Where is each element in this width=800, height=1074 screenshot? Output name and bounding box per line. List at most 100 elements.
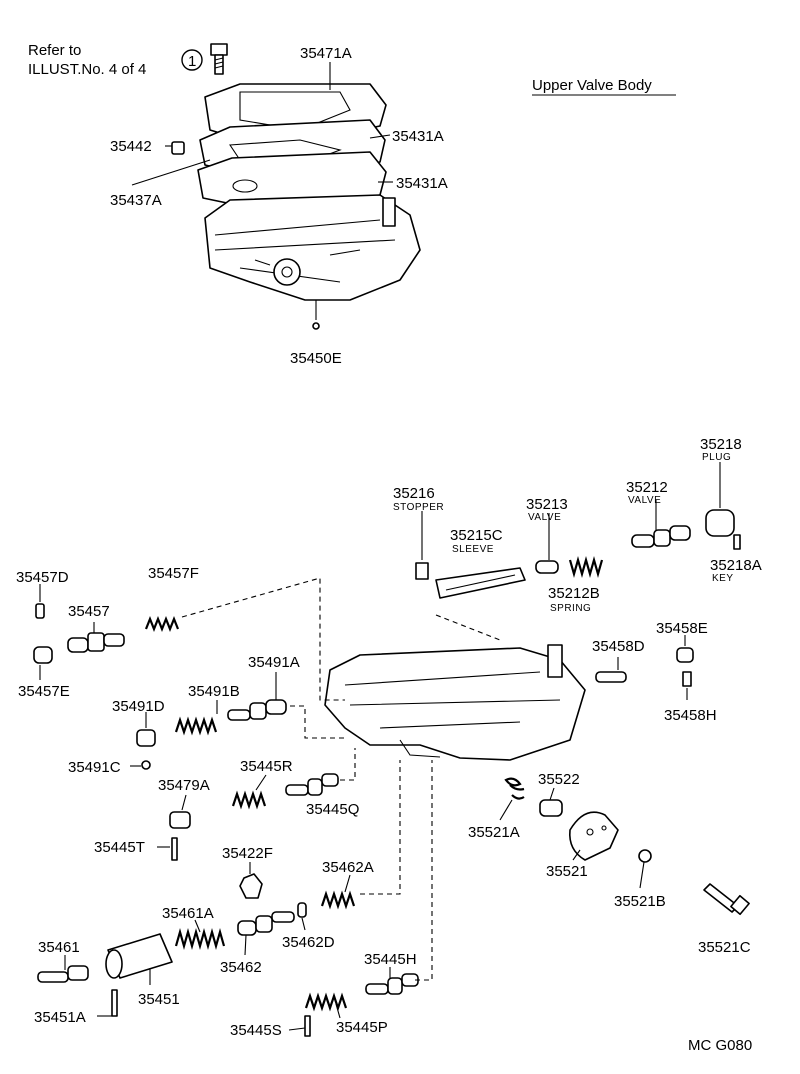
plug-35458E-icon: [676, 647, 694, 663]
spring-35445R-icon: [231, 790, 267, 810]
circled-reference-number: 1: [188, 53, 196, 70]
leader-35462A: [344, 874, 351, 893]
guide-line-35457: [181, 577, 345, 701]
spring-35462A-icon: [320, 890, 356, 910]
guide-line-35491: [290, 705, 345, 739]
valve-35462-icon: [237, 911, 295, 936]
circled-reference-icon: 1: [181, 49, 203, 71]
part-label-35445T: 35445T: [94, 839, 145, 856]
plug-35491D-icon: [136, 729, 156, 747]
part-label-35461: 35461: [38, 939, 80, 956]
part-label-35521: 35521: [546, 863, 588, 880]
part-label-35521A: 35521A: [468, 824, 520, 841]
section-title: Upper Valve Body: [532, 77, 652, 94]
guide-line-35445: [340, 748, 356, 781]
part-desc-35218: PLUG: [702, 452, 731, 463]
clip-35462D-icon: [297, 902, 307, 918]
valve-35445H-icon: [365, 973, 419, 995]
plug-35457E-icon: [33, 646, 53, 664]
part-label-35491B: 35491B: [188, 683, 240, 700]
leader-35431A-1: [369, 134, 391, 139]
sleeve-35451-icon: [105, 933, 173, 979]
part-label-35462D: 35462D: [282, 934, 335, 951]
valve-35445Q-icon: [285, 773, 339, 796]
bolt-icon: [210, 43, 228, 75]
part-label-35450E: 35450E: [290, 350, 342, 367]
valve-35457-icon: [67, 632, 125, 653]
part-label-35491D: 35491D: [112, 698, 165, 715]
part-label-35522: 35522: [538, 771, 580, 788]
ring-35491C-icon: [141, 760, 151, 770]
clip-35422F-icon: [239, 873, 263, 899]
valve-35212-icon: [631, 525, 691, 548]
part-label-35445R: 35445R: [240, 758, 293, 775]
guide-line-35445H: [415, 760, 433, 981]
footer-code: MC G080: [688, 1037, 752, 1054]
pin-35445T-icon: [171, 837, 178, 861]
part-label-35458D: 35458D: [592, 638, 645, 655]
part-label-35521B: 35521B: [614, 893, 666, 910]
pin-35451A-icon: [111, 989, 118, 1017]
part-label-35218: 35218: [700, 436, 742, 453]
part-label-35461A: 35461A: [162, 905, 214, 922]
part-desc-35212B: SPRING: [550, 603, 591, 614]
valve-35213-icon: [535, 560, 559, 574]
leader-35461A: [194, 919, 201, 933]
leader-35445P: [335, 1003, 341, 1019]
part-label-35215C: 35215C: [450, 527, 503, 544]
part-label-35479A: 35479A: [158, 777, 210, 794]
part-desc-35216: STOPPER: [393, 502, 444, 513]
leader-35479A: [181, 794, 187, 811]
part-label-35457F: 35457F: [148, 565, 199, 582]
valve-35458D-icon: [595, 671, 627, 683]
spring-35491B-icon: [174, 716, 218, 736]
leader-35521: [572, 849, 581, 861]
stopper-35216-icon: [415, 562, 429, 580]
spring-35212B-icon: [568, 555, 604, 579]
leader-35462: [244, 934, 247, 956]
leader-35521B: [639, 861, 645, 889]
plate-35521-icon: [568, 811, 619, 861]
part-label-35451: 35451: [138, 991, 180, 1008]
refer-to-text: Refer to: [28, 42, 81, 59]
leader-35445R: [255, 774, 267, 791]
part-label-35457: 35457: [68, 603, 110, 620]
part-label-35218A: 35218A: [710, 557, 762, 574]
ball-35450E-icon: [312, 300, 320, 330]
part-label-35216: 35216: [393, 485, 435, 502]
part-label-35431A-lower: 35431A: [396, 175, 448, 192]
valve-35461-icon: [37, 965, 89, 983]
part-label-35437A: 35437A: [110, 192, 162, 209]
plug-35522-icon: [539, 799, 563, 817]
part-label-35445S: 35445S: [230, 1022, 282, 1039]
part-label-35458E: 35458E: [656, 620, 708, 637]
part-label-35213: 35213: [526, 496, 568, 513]
plug-35442-icon: [171, 141, 185, 155]
part-label-35212B: 35212B: [548, 585, 600, 602]
leader-35521A: [499, 799, 513, 821]
part-label-35212: 35212: [626, 479, 668, 496]
spring-35457F-icon: [144, 616, 180, 632]
part-label-35491A: 35491A: [248, 654, 300, 671]
valve-body-casting: [324, 644, 586, 761]
part-label-35462: 35462: [220, 959, 262, 976]
part-label-35431A-upper: 35431A: [392, 128, 444, 145]
spring-35461A-icon: [174, 927, 226, 951]
part-label-35521C: 35521C: [698, 939, 751, 956]
bolt-35521C-icon: [703, 883, 750, 916]
leader-35445S: [288, 1027, 306, 1031]
part-desc-35215C: SLEEVE: [452, 544, 494, 555]
leader-35437A: [131, 159, 211, 186]
part-label-35451A: 35451A: [34, 1009, 86, 1026]
part-label-35457E: 35457E: [18, 683, 70, 700]
part-label-35445Q: 35445Q: [306, 801, 359, 818]
key-35458H-icon: [682, 671, 692, 687]
part-35457D-icon: [35, 603, 45, 619]
key-35218A-icon: [733, 534, 741, 550]
spring-35445P-icon: [304, 992, 348, 1012]
plug-35479A-icon: [169, 811, 191, 829]
part-label-35491C: 35491C: [68, 759, 121, 776]
guide-line-sleeve: [435, 614, 501, 641]
part-desc-35212: VALVE: [628, 495, 661, 506]
